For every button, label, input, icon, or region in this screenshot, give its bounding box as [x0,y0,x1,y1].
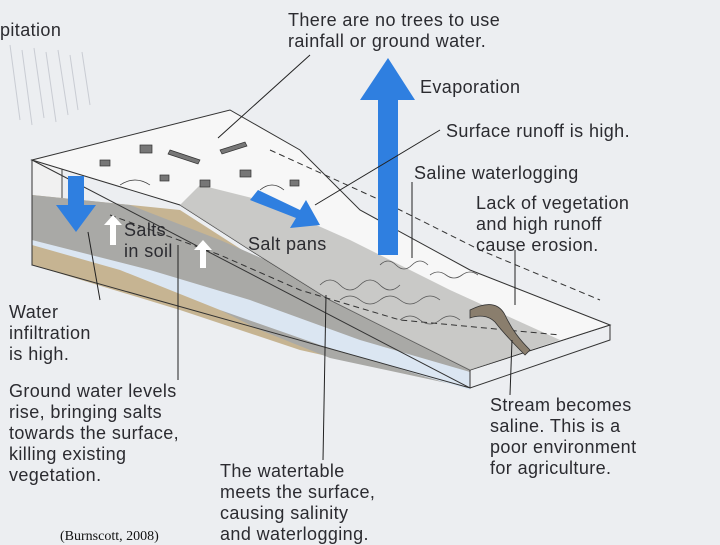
no-trees-label: There are no trees to use rainfall or gr… [288,10,500,52]
water-infiltration-label: Water infiltration is high. [9,302,91,365]
salt-pans-label: Salt pans [248,234,327,255]
stream-label: Stream becomes saline. This is a poor en… [490,395,636,479]
evaporation-label: Evaporation [420,77,520,98]
surface-runoff-label: Surface runoff is high. [446,121,630,142]
citation: (Burnscott, 2008) [60,529,159,545]
rain-streaks [10,45,90,125]
ground-water-label: Ground water levels rise, bringing salts… [9,381,179,486]
precipitation-label: pitation [0,20,61,41]
erosion-label: Lack of vegetation and high runoff cause… [476,193,629,256]
salts-in-soil-label: Salts in soil [124,220,173,262]
watertable-label: The watertable meets the surface, causin… [220,461,375,545]
saline-waterlogging-label: Saline waterlogging [414,163,579,184]
